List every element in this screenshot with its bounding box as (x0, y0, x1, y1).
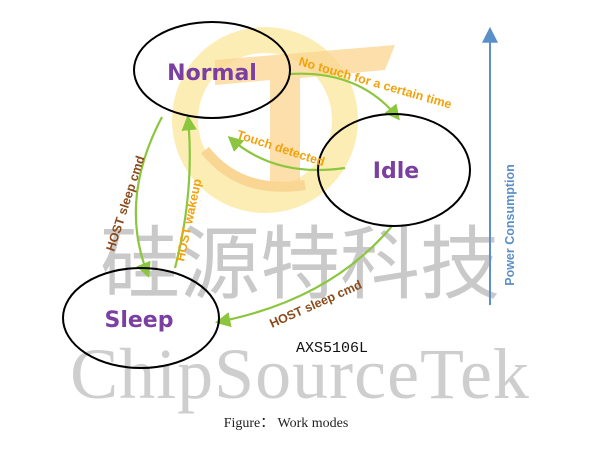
state-sleep-node (62, 267, 220, 369)
chip-model-label: AXS5106L (296, 340, 368, 357)
state-idle-node (317, 113, 471, 227)
arrow-idle-to-sleep (214, 225, 393, 328)
arrow-idle-to-normal (227, 135, 346, 172)
arrow-normal-to-sleep (134, 116, 163, 278)
state-normal-node (133, 21, 291, 119)
watermark-latin: ChipSourceTek (70, 334, 530, 414)
state-sleep-label: Sleep (105, 308, 174, 333)
state-normal-label: Normal (167, 61, 257, 86)
logo-swoosh (201, 146, 306, 192)
power-axis-label: Power Consumption (503, 164, 517, 286)
state-idle-label: Idle (373, 159, 419, 184)
arrow-sleep-to-normal (173, 114, 197, 269)
figure-caption: Figure： Work modes (224, 416, 349, 431)
arrow-normal-to-idle (289, 72, 400, 121)
